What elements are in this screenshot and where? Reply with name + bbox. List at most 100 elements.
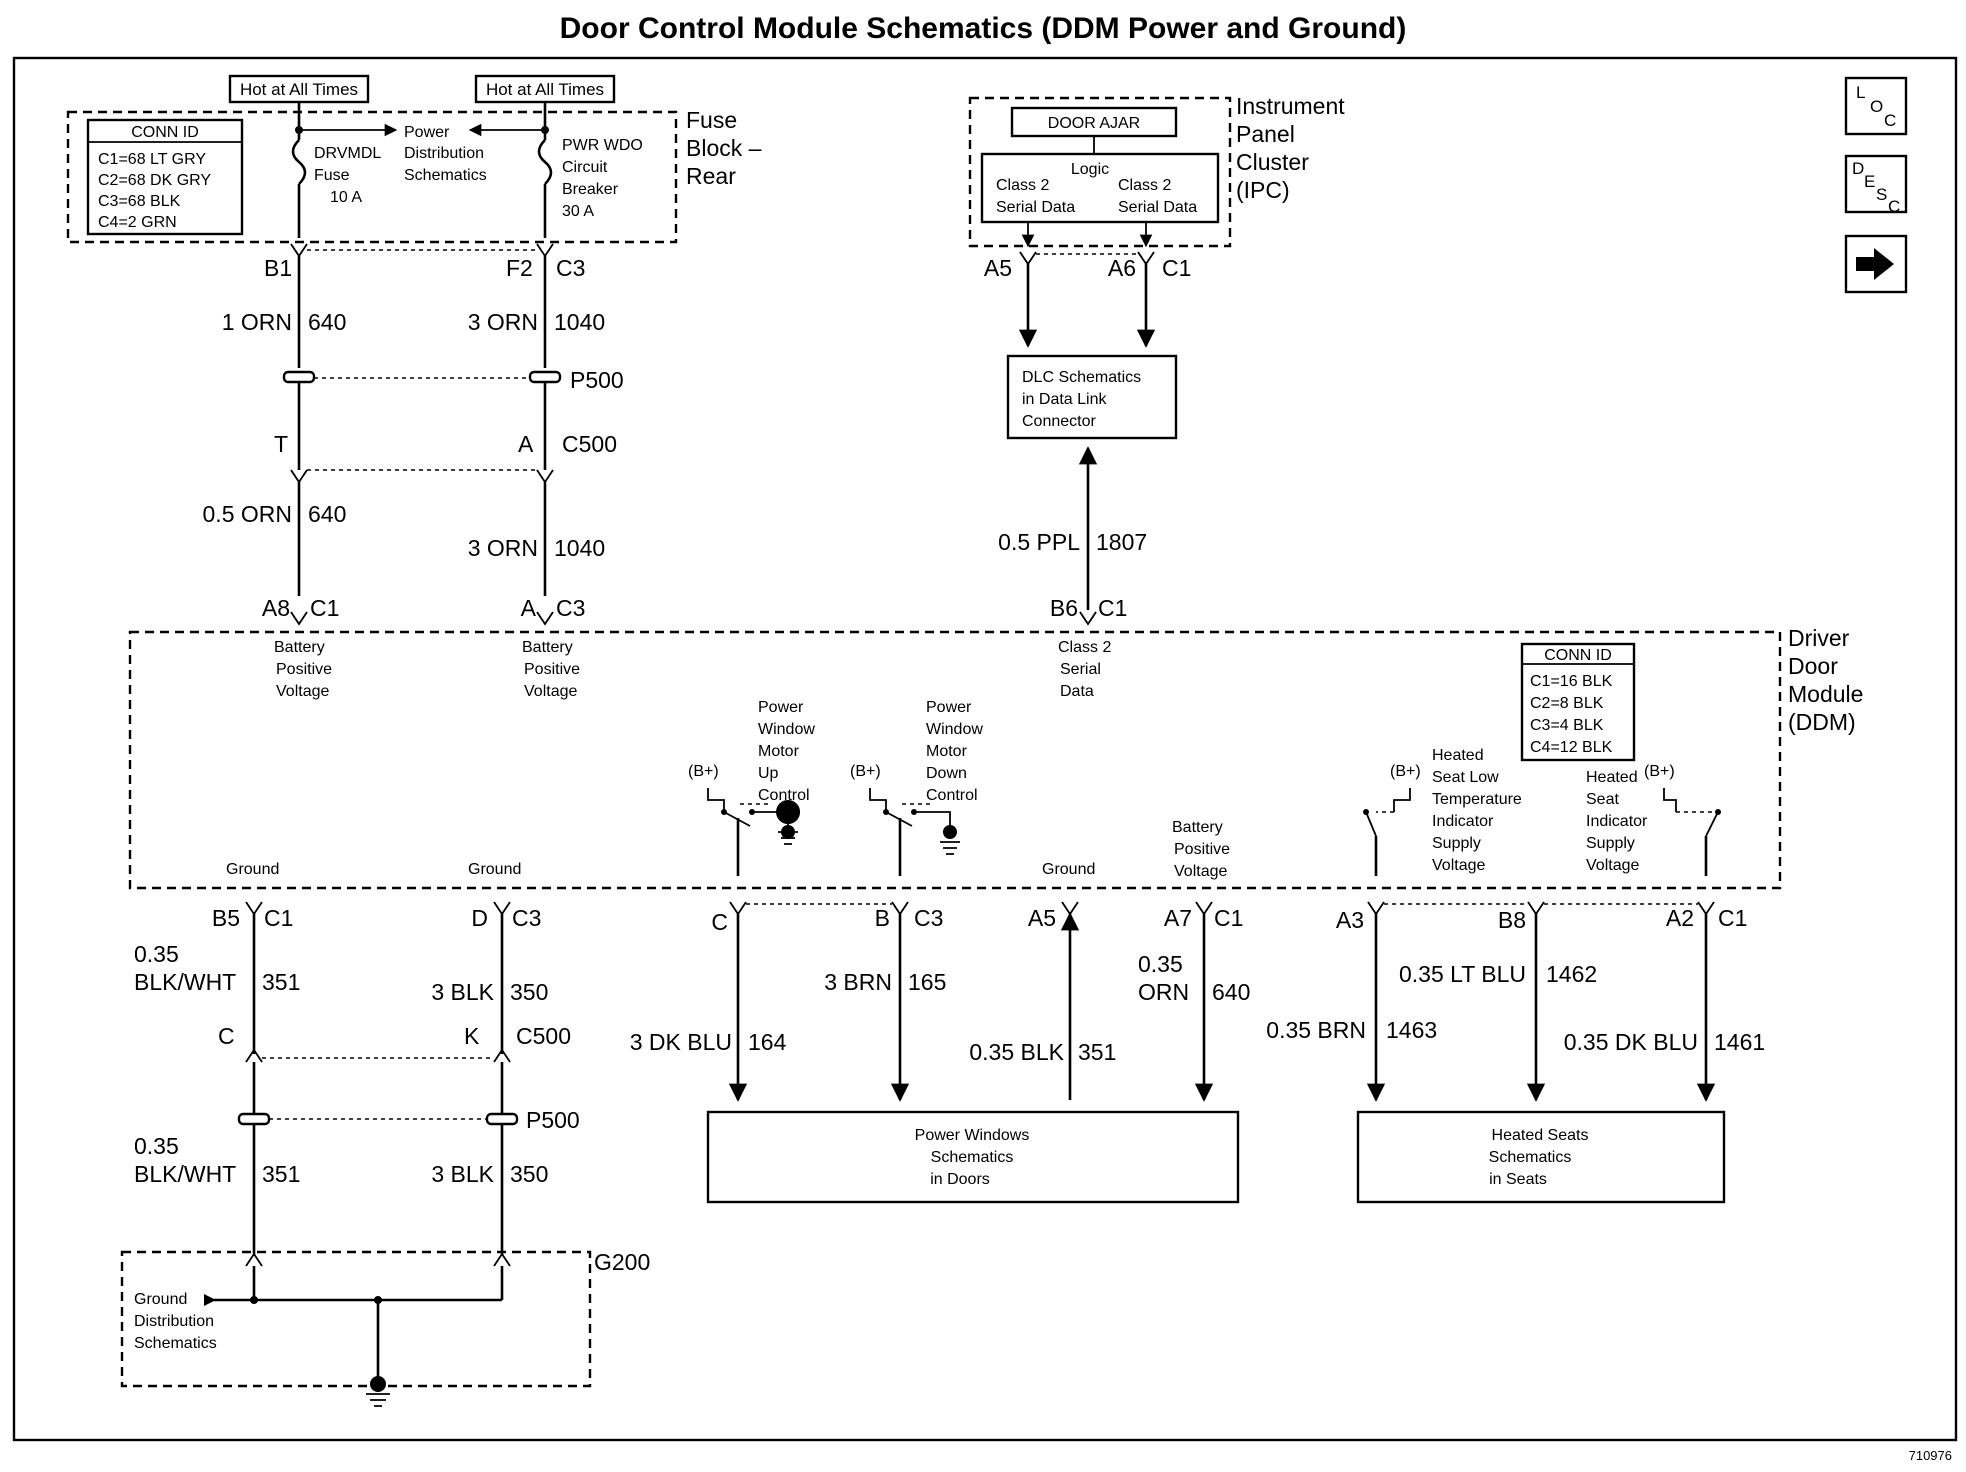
svg-text:in Seats: in Seats (1489, 1171, 1547, 1188)
desc-button[interactable]: D E S C (1844, 154, 1908, 216)
svg-text:Heated Seats: Heated Seats (1492, 1127, 1589, 1144)
svg-text:C3: C3 (556, 255, 585, 281)
svg-text:BLK/WHT: BLK/WHT (134, 969, 236, 995)
svg-text:C3=68 BLK: C3=68 BLK (98, 193, 181, 210)
svg-text:Seat: Seat (1586, 791, 1619, 808)
fuse-block-outline (66, 110, 678, 244)
heated-seat-low-switch: (B+) Heated Seat Low Temperature Indicat… (1363, 747, 1522, 876)
svg-text:Control: Control (758, 787, 810, 804)
svg-text:A: A (518, 431, 534, 457)
svg-text:Voltage: Voltage (276, 683, 329, 700)
svg-text:P500: P500 (570, 367, 624, 393)
svg-text:F2: F2 (506, 255, 533, 281)
connector-c500-top: T A C500 (274, 431, 617, 484)
ddm-ground-label-1: Ground (226, 861, 279, 878)
ddm-outline (128, 630, 1782, 890)
svg-text:Indicator: Indicator (1432, 813, 1494, 830)
svg-text:0.5 PPL: 0.5 PPL (998, 529, 1080, 555)
svg-text:(B+): (B+) (1390, 763, 1421, 780)
wire-640-c-label: 0.35 ORN 640 (1138, 951, 1250, 1005)
svg-text:0.35 DK BLU: 0.35 DK BLU (1564, 1029, 1698, 1055)
svg-text:Seat Low: Seat Low (1432, 769, 1499, 786)
svg-text:Ground: Ground (134, 1291, 187, 1308)
svg-text:B6: B6 (1050, 595, 1078, 621)
svg-text:Positive: Positive (524, 661, 580, 678)
svg-text:Positive: Positive (276, 661, 332, 678)
svg-text:B: B (875, 905, 890, 931)
svg-text:3 BRN: 3 BRN (824, 969, 892, 995)
svg-text:C1: C1 (264, 905, 293, 931)
ddm-battery-label-2: Battery Positive Voltage (522, 639, 580, 700)
connector-a8-c1: A8 C1 (262, 595, 339, 626)
svg-text:C1: C1 (1718, 905, 1747, 931)
wire-350-label-b: 3 BLK 350 (431, 1161, 548, 1187)
ddm-battery-label-3: Battery Positive Voltage (1172, 819, 1230, 880)
connector-f2-c3: F2 C3 (307, 243, 585, 281)
svg-text:1040: 1040 (554, 309, 605, 335)
svg-text:B8: B8 (1498, 907, 1526, 933)
svg-text:A5: A5 (1028, 905, 1056, 931)
svg-text:Instrument: Instrument (1236, 93, 1345, 119)
wire-351-c-label: 0.35 BLK 351 (969, 1039, 1116, 1065)
g200-outline (120, 1250, 592, 1388)
power-windows-schematics-box[interactable]: Power Windows Schematics in Doors (706, 1110, 1240, 1204)
hot-at-all-times-label-2: Hot at All Times (474, 74, 616, 104)
svg-text:Voltage: Voltage (1432, 857, 1485, 874)
svg-text:Class 2: Class 2 (1058, 639, 1111, 656)
ipc-outline (968, 96, 1232, 248)
svg-text:Logic: Logic (1071, 161, 1109, 178)
svg-text:Voltage: Voltage (1586, 857, 1639, 874)
connector-a-c3: A C3 (521, 595, 585, 626)
g200-wiring (204, 1252, 511, 1407)
svg-text:30 A: 30 A (562, 203, 594, 220)
svg-text:C3=4 BLK: C3=4 BLK (1530, 717, 1604, 734)
heated-seat-indicator-switch: (B+) Heated Seat Indicator Supply Voltag… (1586, 763, 1721, 876)
ddm-label: Driver Door Module (DDM) (1788, 625, 1863, 735)
ddm-conn-id-table: CONN ID C1=16 BLK C2=8 BLK C3=4 BLK C4=1… (1520, 642, 1636, 762)
next-page-button[interactable] (1844, 234, 1908, 294)
svg-text:BLK/WHT: BLK/WHT (134, 1161, 236, 1187)
ddm-bottom-connectors: B5 C1 D C3 C B C3 A5 A7 C1 A3 B8 A2 C1 (212, 901, 1747, 935)
svg-text:Heated: Heated (1586, 769, 1638, 786)
toc-button[interactable]: L O C (1844, 76, 1908, 136)
wire-350-label-a: 3 BLK 350 (431, 979, 548, 1005)
power-distribution-label: Power Distribution Schematics (404, 124, 487, 184)
ddm-ground-label-2: Ground (468, 861, 521, 878)
svg-text:K: K (464, 1023, 480, 1049)
svg-text:C3: C3 (914, 905, 943, 931)
ddm-ground-label-3: Ground (1042, 861, 1095, 878)
svg-text:A6: A6 (1108, 255, 1136, 281)
svg-text:D: D (471, 905, 488, 931)
svg-text:Serial Data: Serial Data (996, 199, 1075, 216)
svg-text:Battery: Battery (274, 639, 325, 656)
svg-text:A2: A2 (1666, 905, 1694, 931)
connector-b6-c1: B6 C1 (1050, 595, 1127, 626)
svg-text:3 ORN: 3 ORN (468, 535, 538, 561)
connector-b1: B1 (264, 243, 308, 281)
svg-text:Hot at All Times: Hot at All Times (240, 80, 358, 99)
wire-351-label-b: 0.35 BLK/WHT 351 (134, 1133, 300, 1187)
svg-text:Fuse: Fuse (314, 167, 350, 184)
svg-text:Power: Power (404, 124, 450, 141)
heated-seats-schematics-box[interactable]: Heated Seats Schematics in Seats (1356, 1110, 1726, 1204)
page-title: Door Control Module Schematics (DDM Powe… (560, 12, 1407, 45)
svg-text:Connector: Connector (1022, 413, 1096, 430)
svg-text:0.35: 0.35 (134, 941, 179, 967)
connector-p500-top: P500 (282, 367, 624, 470)
wire-1461-label: 0.35 DK BLU 1461 (1564, 1029, 1765, 1055)
svg-text:0.35 LT BLU: 0.35 LT BLU (1399, 961, 1526, 987)
svg-text:Supply: Supply (1586, 835, 1635, 852)
svg-text:DOOR AJAR: DOOR AJAR (1048, 115, 1140, 132)
ground-distribution-label[interactable]: Ground Distribution Schematics (134, 1291, 217, 1352)
wire-1040-label-top: 3 ORN 1040 (468, 309, 605, 335)
dlc-schematics-box[interactable]: DLC Schematics in Data Link Connector (1006, 354, 1178, 440)
ground-icon (781, 825, 795, 839)
ddm-battery-label-1: Battery Positive Voltage (274, 639, 332, 700)
fuse-bus (295, 102, 549, 140)
svg-text:(IPC): (IPC) (1236, 177, 1290, 203)
svg-text:C500: C500 (562, 431, 617, 457)
window-up-switch: (B+) Power Window Motor Up Control (688, 699, 815, 876)
svg-text:350: 350 (510, 979, 548, 1005)
svg-text:1463: 1463 (1386, 1017, 1437, 1043)
